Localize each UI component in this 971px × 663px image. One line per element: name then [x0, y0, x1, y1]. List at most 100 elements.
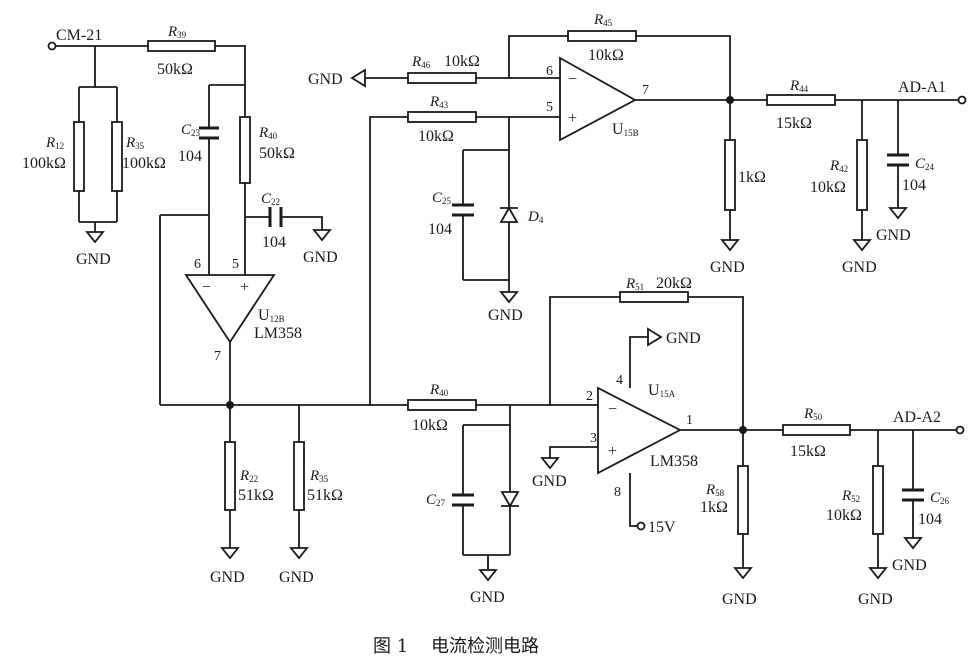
r50-value: 15kΩ [790, 443, 826, 460]
cm21-label: CM-21 [56, 27, 102, 44]
opamps [184, 56, 682, 475]
ground-symbol [868, 567, 888, 580]
c22-ref: C22 [261, 191, 280, 207]
ground-symbol [220, 547, 240, 560]
u12b-plus: + [240, 279, 249, 296]
r12-value: 100kΩ [22, 155, 66, 172]
r35-top-ref: R35 [125, 135, 145, 151]
resistor-r35-bottom [293, 441, 305, 511]
c23-ref: C23 [181, 122, 201, 138]
u15b-minus: − [568, 71, 577, 88]
r58-value: 1kΩ [700, 499, 728, 516]
r12-ref: R12 [45, 135, 64, 151]
r39-value: 50kΩ [157, 61, 193, 78]
ground-symbol [85, 231, 105, 244]
r51-value: 20kΩ [656, 275, 692, 292]
resistor-r42 [856, 139, 868, 211]
c25-ref: C25 [432, 190, 452, 206]
ground-symbol [478, 569, 498, 582]
ground-symbol [903, 537, 923, 550]
r43-value: 10kΩ [418, 128, 454, 145]
resistor-r46 [407, 72, 477, 84]
gnd-label: GND [876, 227, 911, 244]
resistor-r58 [737, 465, 749, 535]
ad-a2-label: AD-A2 [893, 409, 941, 426]
resistor-r40-bottom [407, 399, 477, 411]
r1k-value: 1kΩ [738, 169, 766, 186]
ground-symbol [733, 567, 753, 580]
u15a-minus: − [608, 401, 617, 418]
resistor-r45 [567, 30, 637, 42]
resistor-r39 [147, 40, 216, 52]
figure-caption: 图 1 电流检测电路 [373, 636, 539, 657]
r45-ref: R45 [593, 12, 613, 28]
capacitor-c22 [268, 207, 283, 227]
c26-ref: C26 [930, 490, 950, 506]
gnd-label: GND [279, 569, 314, 586]
gnd-label: GND [308, 71, 343, 88]
wires [55, 35, 960, 570]
ground-symbol [720, 239, 740, 252]
resistor-r44 [766, 94, 836, 106]
resistor-r35-top [111, 121, 123, 192]
gnd-label: GND [666, 330, 701, 347]
ground-symbol [888, 207, 908, 220]
r39-ref: R39 [167, 24, 187, 40]
r45-value: 10kΩ [588, 47, 624, 64]
u12b-pin7: 7 [214, 349, 221, 364]
v15-terminal [636, 521, 646, 531]
capacitor-c26 [902, 488, 924, 502]
gnd-label: GND [470, 589, 505, 606]
ground-symbol [312, 229, 332, 242]
u15b-pin5: 5 [546, 100, 553, 115]
u15a-plus: + [608, 443, 617, 460]
r52-ref: R52 [841, 488, 860, 504]
gnd-label: GND [303, 249, 338, 266]
gnd-label: GND [710, 259, 745, 276]
r50-ref: R50 [803, 406, 823, 422]
capacitor-c27 [452, 493, 474, 507]
r40-top-value: 50kΩ [259, 145, 295, 162]
c24-value: 104 [902, 177, 926, 194]
u15a-pin3: 3 [590, 431, 597, 446]
ad-a2-terminal [955, 425, 965, 435]
r22-value: 51kΩ [238, 487, 274, 504]
resistor-r52 [872, 465, 884, 535]
c22-value: 104 [262, 234, 286, 251]
gnd-label: GND [488, 307, 523, 324]
v15-label: 15V [648, 519, 676, 536]
u15b-plus: + [568, 110, 577, 127]
gnd-label: GND [210, 569, 245, 586]
ground-symbol [289, 547, 309, 560]
r51-ref: R51 [625, 276, 644, 292]
r58-ref: R58 [705, 482, 725, 498]
r22-ref: R22 [239, 468, 258, 484]
gnd-label: GND [532, 473, 567, 490]
capacitor-c25 [452, 203, 474, 217]
r35-bottom-value: 51kΩ [307, 487, 343, 504]
gnd-label: GND [892, 557, 927, 574]
opamp-u15b [559, 56, 637, 142]
ad-a1-label: AD-A1 [898, 79, 946, 96]
u15b-pin7: 7 [642, 83, 649, 98]
gnd-label: GND [842, 259, 877, 276]
r40-top-ref: R40 [258, 125, 278, 141]
u15a-pin2: 2 [586, 389, 593, 404]
gnd-label: GND [76, 251, 111, 268]
ground-symbol [852, 239, 872, 252]
d4-ref: D4 [527, 209, 544, 225]
u12b-pin5: 5 [232, 257, 239, 272]
r44-ref: R44 [789, 78, 809, 94]
u15b-pin6: 6 [546, 64, 553, 79]
capacitor-c24 [887, 153, 909, 167]
diode-bottom [500, 491, 520, 508]
labels: CM-21 AD-A1 AD-A2 15V GND GND GND GND GN… [22, 12, 950, 657]
u15a-ref: U15A [648, 382, 676, 399]
ad-a1-terminal [957, 95, 967, 105]
resistor-r51 [619, 291, 689, 303]
u15b-ref: U15B [612, 121, 639, 138]
u15a-pin8: 8 [614, 485, 621, 500]
resistor-r43 [407, 111, 477, 123]
r52-value: 10kΩ [826, 507, 862, 524]
